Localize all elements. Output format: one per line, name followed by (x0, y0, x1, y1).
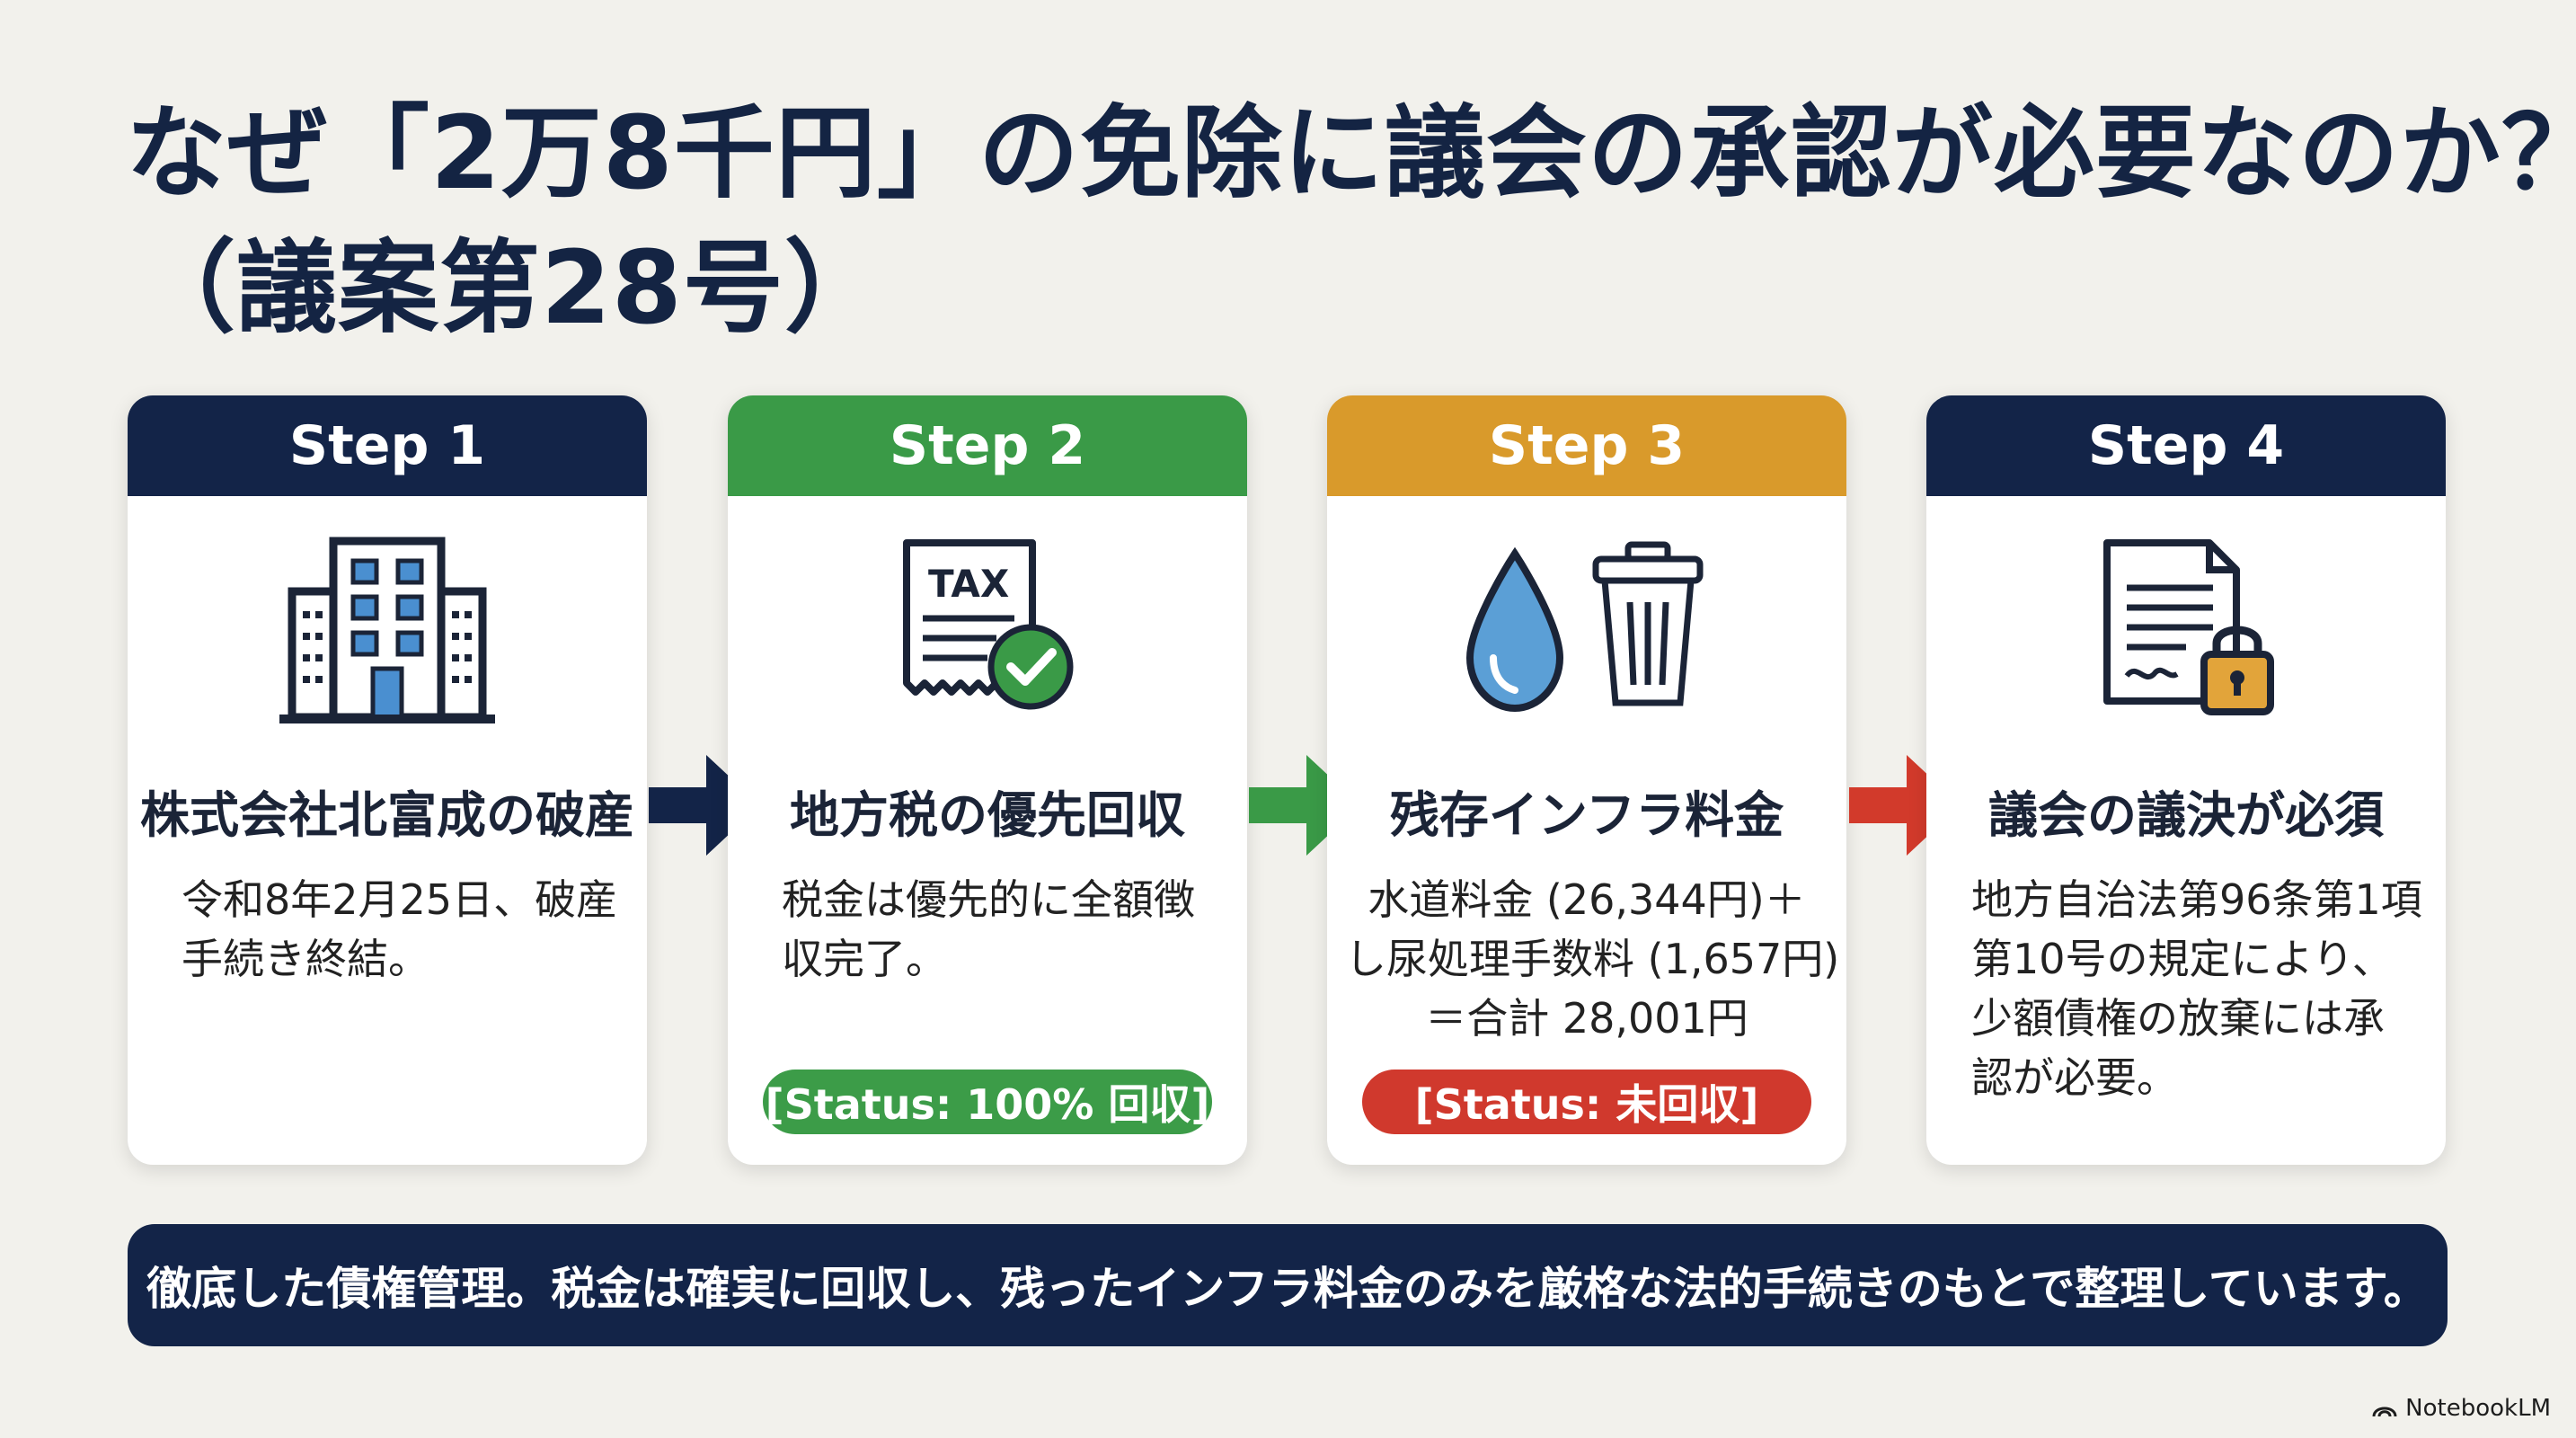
step-4-body: 地方自治法第96条第1項 第10号の規定により、 少額債権の放棄には承 認が必要… (1926, 870, 2446, 1107)
step-2-body: 税金は優先的に全額徴 収完了。 (728, 870, 1247, 989)
step-4-title: 議会の議決が必須 (1987, 786, 2384, 844)
step-4-header: Step 4 (1926, 395, 2446, 496)
step-3-body-line: ＝合計 28,001円 (1425, 994, 1748, 1043)
document-lock-icon (1926, 496, 2446, 766)
step-3-card: Step 3 残存インフラ料金 水道料金 (26,344円)＋ し尿処理手数料 … (1327, 395, 1846, 1165)
step-2-body-line: 収完了。 (782, 935, 947, 983)
step-4-body-line: 第10号の規定により、 (1971, 935, 2394, 983)
step-4-card: Step 4 議会の議決が必須 地方自治法第96条第1項 第10号の規定により、… (1926, 395, 2446, 1165)
step-4-body-line: 地方自治法第96条第1項 (1971, 875, 2422, 924)
summary-banner: 徹底した債権管理。税金は確実に回収し、残ったインフラ料金のみを厳格な法的手続きの… (128, 1224, 2448, 1346)
step-1-card: Step 1 株式会社北富成の破産 (128, 395, 647, 1165)
step-1-body-line: 令和8年2月25日、破産 (181, 875, 618, 924)
step-4-body-line: 少額債権の放棄には承 (1971, 994, 2385, 1043)
step-1-body: 令和8年2月25日、破産 手続き終結。 (128, 870, 647, 989)
step-1-title: 株式会社北富成の破産 (139, 786, 634, 844)
step-3-title: 残存インフラ料金 (1389, 786, 1784, 844)
step-2-header: Step 2 (728, 395, 1247, 496)
tax-icon-text: TAX (928, 562, 1009, 606)
step-2-title: 地方税の優先回収 (789, 786, 1185, 844)
office-building-icon (128, 496, 647, 766)
step-4-body-line: 認が必要。 (1971, 1053, 2178, 1102)
water-drop-trash-icon (1327, 496, 1846, 766)
notebooklm-icon (2372, 1407, 2397, 1417)
step-3-header: Step 3 (1327, 395, 1846, 496)
page-title: なぜ「2万8千円」の免除に議会の承認が必要なのか？ （議案第28号） (126, 86, 2576, 356)
step-1-header: Step 1 (128, 395, 647, 496)
title-line-1: なぜ「2万8千円」の免除に議会の承認が必要なのか？ (126, 95, 2576, 212)
step-2-body-line: 税金は優先的に全額徴 (782, 875, 1195, 924)
step-3-body: 水道料金 (26,344円)＋ し尿処理手数料 (1,657円) ＝合計 28,… (1327, 870, 1846, 1048)
step-3-body-line: 水道料金 (26,344円)＋ (1368, 875, 1806, 924)
step-3-body-line: し尿処理手数料 (1,657円) (1345, 935, 1840, 983)
tax-receipt-check-icon: TAX (728, 496, 1247, 766)
step-2-card: Step 2 TAX 地方税の優先回収 税金は優先的に全額徴 収完了。 [Sta… (728, 395, 1247, 1165)
notebooklm-logo: NotebookLM (2371, 1395, 2551, 1422)
title-line-2: （議案第28号） (135, 230, 886, 347)
step-1-body-line: 手続き終結。 (181, 935, 429, 983)
status-badge-collected: [Status: 100% 回収] (763, 1070, 1212, 1134)
logo-text: NotebookLM (2405, 1395, 2551, 1422)
status-badge-uncollected: [Status: 未回収] (1362, 1070, 1811, 1134)
